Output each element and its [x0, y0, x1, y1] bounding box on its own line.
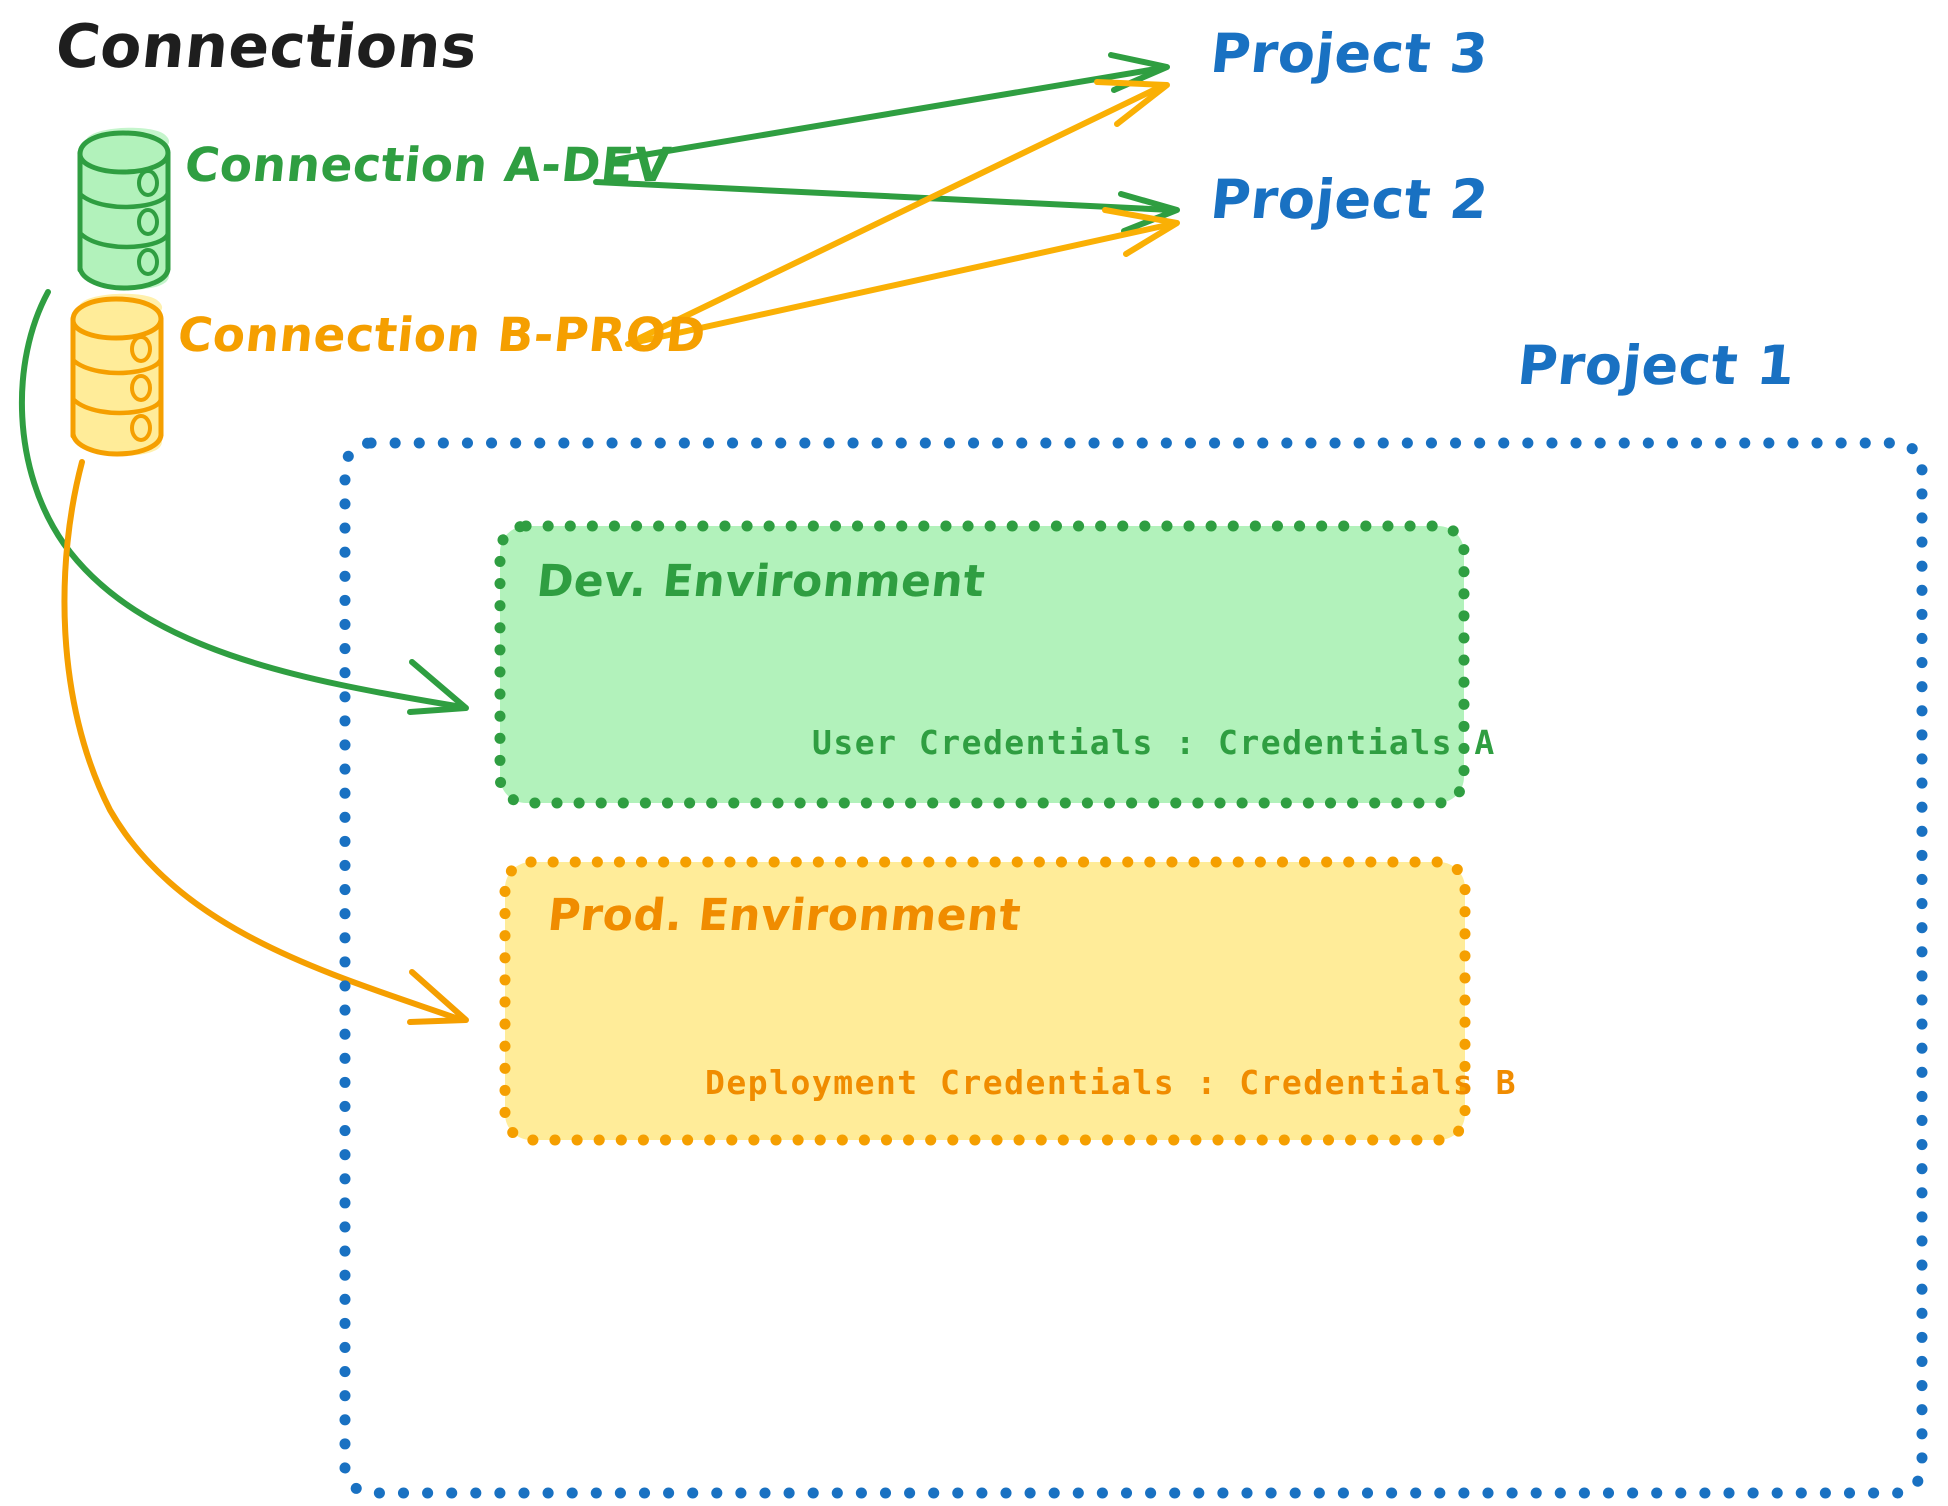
dev-environment-box[interactable]: [494, 520, 1470, 809]
database-cylinder-icon-b-prod[interactable]: [70, 293, 164, 457]
prod-environment-title: Prod. Environment: [545, 890, 1024, 941]
project-2-label[interactable]: Project 2: [1207, 168, 1492, 231]
prod-environment-credentials: Deployment Credentials : Credentials B: [705, 1063, 1517, 1102]
arrow-a-dev-to-dev-environment: [18, 289, 469, 715]
connection-b-prod-label[interactable]: Connection B-PROD: [175, 308, 709, 363]
project-1-label[interactable]: Project 1: [1514, 334, 1799, 397]
arrow-a-dev-to-project-2: [593, 179, 1180, 234]
project-3-label[interactable]: Project 3: [1207, 22, 1492, 85]
page-title: Connections: [52, 12, 482, 82]
dev-environment-title: Dev. Environment: [534, 556, 988, 607]
connection-a-dev-label[interactable]: Connection A-DEV: [182, 138, 674, 193]
dev-environment-credentials: User Credentials : Credentials A: [812, 723, 1496, 762]
arrow-b-prod-to-project-2: [625, 207, 1180, 347]
prod-environment-box[interactable]: [499, 856, 1471, 1146]
arrow-b-prod-to-project-3: [637, 79, 1170, 341]
arrow-b-prod-to-prod-environment: [61, 459, 469, 1025]
database-cylinder-icon-a-dev[interactable]: [77, 127, 171, 291]
arrow-a-dev-to-project-3: [611, 52, 1170, 163]
